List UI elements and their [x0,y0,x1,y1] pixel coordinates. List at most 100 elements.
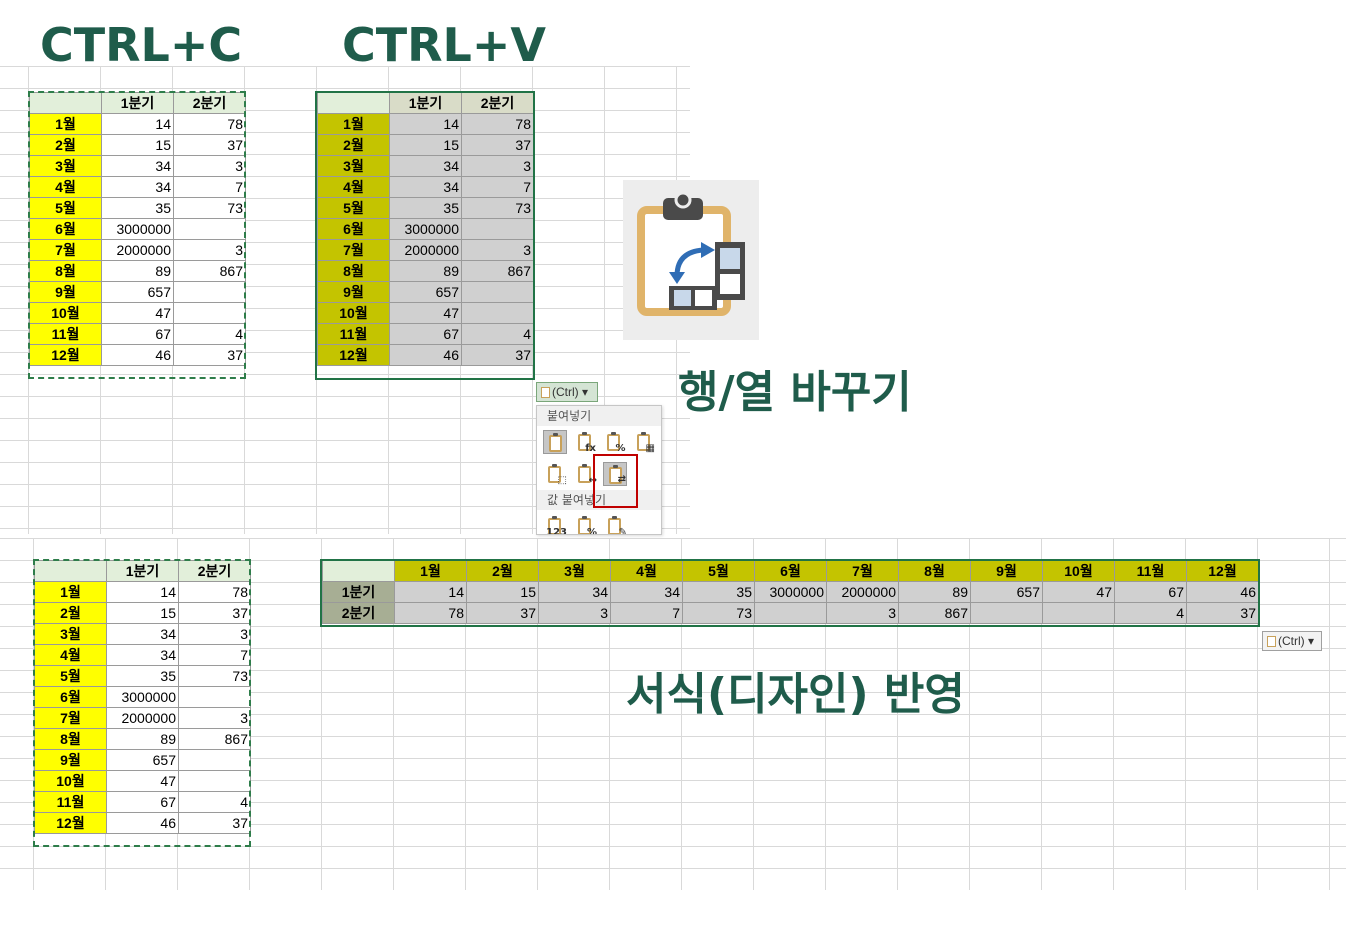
q1-value-cell[interactable]: 67 [106,791,179,813]
q1-value-cell[interactable]: 15 [466,581,539,603]
values-number-format-icon[interactable]: % [573,514,597,534]
month-header-cell[interactable]: 10월 [1042,560,1115,582]
month-cell[interactable]: 8월 [34,728,107,750]
q2-value-cell[interactable]: 4 [178,791,251,813]
month-cell[interactable]: 2월 [317,134,390,156]
corner-cell[interactable] [322,560,395,582]
q1-value-cell[interactable]: 47 [1042,581,1115,603]
q2-value-cell[interactable]: 73 [178,665,251,687]
q2-value-cell[interactable]: 3 [173,155,246,177]
header-q2[interactable]: 2분기 [178,560,251,582]
q1-value-cell[interactable]: 34 [101,155,174,177]
q1-value-cell[interactable]: 47 [101,302,174,324]
corner-cell[interactable] [29,92,102,114]
month-cell[interactable]: 7월 [34,707,107,729]
q2-value-cell[interactable]: 7 [461,176,534,198]
q2-value-cell[interactable]: 73 [173,197,246,219]
q2-value-cell[interactable]: 7 [173,176,246,198]
q2-value-cell[interactable]: 3 [178,707,251,729]
q2-value-cell[interactable]: 78 [461,113,534,135]
q1-value-cell[interactable]: 46 [389,344,462,366]
q1-value-cell[interactable]: 47 [389,302,462,324]
q2-value-cell[interactable]: 3 [461,155,534,177]
q2-value-cell[interactable]: 867 [178,728,251,750]
q2-value-cell[interactable]: 867 [898,602,971,624]
month-cell[interactable]: 11월 [34,791,107,813]
q1-value-cell[interactable]: 67 [101,323,174,345]
month-cell[interactable]: 9월 [317,281,390,303]
q2-value-cell[interactable] [173,218,246,240]
paste-icon[interactable] [543,430,567,454]
q1-value-cell[interactable]: 2000000 [106,707,179,729]
q1-value-cell[interactable]: 34 [610,581,683,603]
q1-value-cell[interactable]: 89 [101,260,174,282]
no-borders-icon[interactable]: ⬚ [543,462,567,486]
q1-value-cell[interactable]: 2000000 [101,239,174,261]
month-cell[interactable]: 4월 [317,176,390,198]
month-cell[interactable]: 11월 [317,323,390,345]
q2-value-cell[interactable]: 4 [1114,602,1187,624]
q1-value-cell[interactable]: 35 [682,581,755,603]
q2-value-cell[interactable] [1042,602,1115,624]
q2-value-cell[interactable]: 73 [682,602,755,624]
month-header-cell[interactable]: 11월 [1114,560,1187,582]
q1-value-cell[interactable]: 67 [389,323,462,345]
q1-value-cell[interactable]: 15 [101,134,174,156]
month-header-cell[interactable]: 12월 [1186,560,1259,582]
month-cell[interactable]: 3월 [34,623,107,645]
q1-value-cell[interactable]: 2000000 [389,239,462,261]
month-header-cell[interactable]: 1월 [394,560,467,582]
month-cell[interactable]: 5월 [34,665,107,687]
q1-value-cell[interactable]: 14 [106,581,179,603]
header-q2[interactable]: 2분기 [173,92,246,114]
q1-value-cell[interactable]: 34 [538,581,611,603]
month-cell[interactable]: 1월 [34,581,107,603]
q2-value-cell[interactable]: 4 [461,323,534,345]
month-header-cell[interactable]: 9월 [970,560,1043,582]
month-cell[interactable]: 3월 [317,155,390,177]
q1-value-cell[interactable]: 35 [101,197,174,219]
q2-value-cell[interactable]: 3 [826,602,899,624]
paste-options-button-bottom[interactable]: (Ctrl) ▾ [1262,631,1322,651]
q1-value-cell[interactable]: 14 [389,113,462,135]
q1-value-cell[interactable]: 657 [101,281,174,303]
q1-value-cell[interactable]: 46 [106,812,179,834]
month-cell[interactable]: 11월 [29,323,102,345]
q2-value-cell[interactable] [178,749,251,771]
row-header-q2[interactable]: 2분기 [322,602,395,624]
q2-value-cell[interactable] [754,602,827,624]
q2-value-cell[interactable]: 78 [394,602,467,624]
header-q1[interactable]: 1분기 [106,560,179,582]
q1-value-cell[interactable]: 34 [106,644,179,666]
month-cell[interactable]: 4월 [29,176,102,198]
values-source-formatting-icon[interactable]: ✎ [603,514,627,534]
q2-value-cell[interactable]: 37 [1186,602,1259,624]
keep-column-widths-icon[interactable]: ↔ [573,462,597,486]
q1-value-cell[interactable]: 46 [101,344,174,366]
paste-formulas-number-format-icon[interactable]: % [602,430,626,454]
month-cell[interactable]: 3월 [29,155,102,177]
month-cell[interactable]: 5월 [29,197,102,219]
q1-value-cell[interactable]: 89 [898,581,971,603]
q1-value-cell[interactable]: 2000000 [826,581,899,603]
row-header-q1[interactable]: 1분기 [322,581,395,603]
q2-value-cell[interactable]: 3 [461,239,534,261]
header-q1[interactable]: 1분기 [389,92,462,114]
q1-value-cell[interactable]: 35 [106,665,179,687]
q2-value-cell[interactable] [173,302,246,324]
q2-value-cell[interactable] [173,281,246,303]
q2-value-cell[interactable] [970,602,1043,624]
q1-value-cell[interactable]: 34 [389,176,462,198]
q1-value-cell[interactable]: 3000000 [101,218,174,240]
month-cell[interactable]: 12월 [317,344,390,366]
q2-value-cell[interactable]: 37 [173,134,246,156]
month-cell[interactable]: 7월 [29,239,102,261]
q1-value-cell[interactable]: 89 [106,728,179,750]
q2-value-cell[interactable]: 7 [610,602,683,624]
month-cell[interactable]: 1월 [29,113,102,135]
q2-value-cell[interactable]: 37 [461,134,534,156]
month-cell[interactable]: 10월 [317,302,390,324]
month-cell[interactable]: 12월 [29,344,102,366]
header-q2[interactable]: 2분기 [461,92,534,114]
month-header-cell[interactable]: 2월 [466,560,539,582]
